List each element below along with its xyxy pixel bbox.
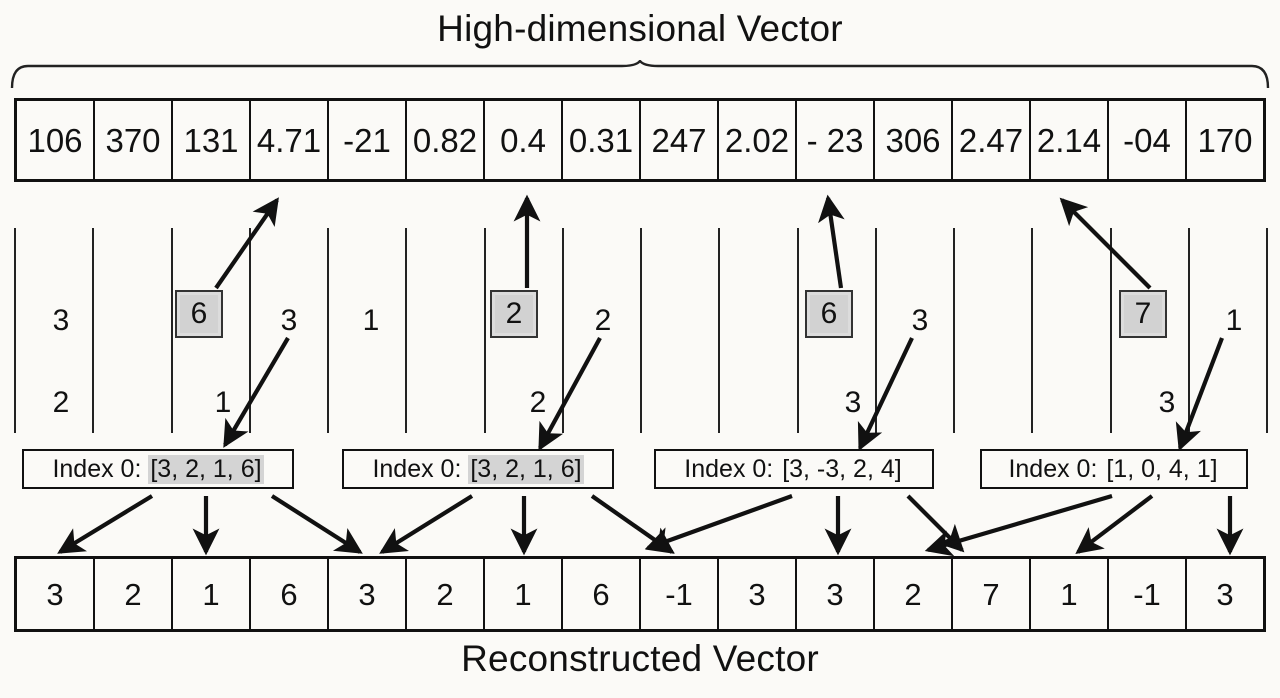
page-title-bottom: Reconstructed Vector	[461, 638, 819, 679]
arrow-index3-to-b12	[906, 494, 965, 553]
column-divider-2	[171, 228, 173, 433]
arrow-index1-to-b1	[57, 494, 154, 554]
index-box-1-label: Index 0:	[52, 454, 149, 483]
arrow-index2-to-b5	[379, 494, 474, 554]
recon-vector-cell-14: 1	[1031, 559, 1109, 629]
index-box-3-label: Index 0:	[684, 454, 781, 483]
recon-vector-cell-7: 1	[485, 559, 563, 629]
code-1c: 1	[1225, 304, 1243, 337]
index-box-1-array: [3, 2, 1, 6]	[148, 454, 264, 484]
recon-vector-cell-1: 3	[17, 559, 95, 629]
hd-vector-cell-11: - 23	[797, 101, 875, 179]
code-3e: 3	[1158, 386, 1176, 419]
recon-vector-cell-2: 2	[95, 559, 173, 629]
brace-decoration	[10, 60, 1270, 90]
code-2b-boxed: 2	[490, 290, 538, 338]
index-box-4: Index 0: [1, 0, 4, 1]	[980, 449, 1248, 489]
code-2c: 2	[529, 386, 547, 419]
hd-vector-cell-8: 0.31	[563, 101, 641, 179]
code-2d: 2	[594, 304, 612, 337]
index-box-3: Index 0: [3, -3, 2, 4]	[654, 449, 934, 489]
column-divider-9	[718, 228, 720, 433]
recon-vector-cell-15: -1	[1109, 559, 1187, 629]
column-divider-10	[797, 228, 799, 433]
index-box-4-array: [1, 0, 4, 1]	[1106, 454, 1218, 483]
column-divider-1	[92, 228, 94, 433]
code-2a: 2	[52, 386, 70, 419]
recon-vector-cell-5: 3	[329, 559, 407, 629]
column-divider-15	[1188, 228, 1190, 433]
index-box-3-array: [3, -3, 2, 4]	[782, 454, 902, 483]
arrow-index3-to-b9	[644, 494, 793, 553]
hd-vector-cell-15: -04	[1109, 101, 1187, 179]
hd-vector-cell-9: 247	[641, 101, 719, 179]
column-divider-8	[640, 228, 642, 433]
recon-vector-cell-8: 6	[563, 559, 641, 629]
recon-vector-cell-3: 1	[173, 559, 251, 629]
hd-vector-cell-10: 2.02	[719, 101, 797, 179]
code-3c: 3	[844, 386, 862, 419]
index-box-2-label: Index 0:	[372, 454, 469, 483]
column-divider-12	[953, 228, 955, 433]
hd-vector-cell-4: 4.71	[251, 101, 329, 179]
hd-vector-cell-13: 2.47	[953, 101, 1031, 179]
hd-vector-cell-2: 370	[95, 101, 173, 179]
column-divider-0	[14, 228, 16, 433]
recon-vector-cell-16: 3	[1216, 576, 1234, 612]
index-box-4-label: Index 0:	[1008, 454, 1105, 483]
column-divider-16	[1266, 228, 1268, 433]
recon-vector-cell-9: -1	[641, 559, 719, 629]
code-7a-boxed: 7	[1119, 290, 1167, 338]
code-6b-boxed: 6	[805, 290, 853, 338]
column-divider-11	[875, 228, 877, 433]
hd-vector-cell-12: 306	[875, 101, 953, 179]
recon-vector-cell-13: 7	[953, 559, 1031, 629]
code-3a: 3	[52, 304, 70, 337]
column-divider-3	[249, 228, 251, 433]
recon-vector-cell-4: 6	[251, 559, 329, 629]
index-box-2: Index 0: [3, 2, 1, 6]	[342, 449, 614, 489]
column-divider-13	[1031, 228, 1033, 433]
hd-vector-cell-14: 2.14	[1031, 101, 1109, 179]
code-6a-boxed: 6	[175, 290, 223, 338]
code-1b: 1	[362, 304, 380, 337]
column-divider-5	[405, 228, 407, 433]
page-title-top: High-dimensional Vector	[437, 8, 843, 49]
recon-vector-cell-12: 2	[875, 559, 953, 629]
index-box-2-array: [3, 2, 1, 6]	[468, 454, 584, 484]
hd-vector-cell-6: 0.82	[407, 101, 485, 179]
code-1a: 1	[214, 386, 232, 419]
hd-vector-cell-5: -21	[329, 101, 407, 179]
arrow-index4-to-b13	[924, 493, 1113, 557]
arrow-index1-to-b4	[270, 494, 363, 554]
code-3d: 3	[911, 304, 929, 337]
recon-vector-cell-10: 3	[719, 559, 797, 629]
index-box-1: Index 0: [3, 2, 1, 6]	[22, 449, 294, 489]
hd-vector-cell-7: 0.4	[485, 101, 563, 179]
recon-vector-cell-6: 2	[407, 559, 485, 629]
arrow-index2-to-b8	[590, 494, 675, 554]
column-divider-7	[562, 228, 564, 433]
column-divider-6	[484, 228, 486, 433]
column-divider-4	[327, 228, 329, 433]
codebook-region: 3 2 6 1 3 1 2 2 2 6 3 3 7 3 1	[14, 228, 1268, 433]
hd-vector-cell-16: 170	[1197, 121, 1253, 159]
arrow-index4-to-b14	[1075, 494, 1154, 555]
hd-vector-cell-3: 131	[173, 101, 251, 179]
recon-vector-cell-11: 3	[797, 559, 875, 629]
code-3b: 3	[280, 304, 298, 337]
column-divider-14	[1110, 228, 1112, 433]
hd-vector-cell-1: 106	[17, 101, 95, 179]
